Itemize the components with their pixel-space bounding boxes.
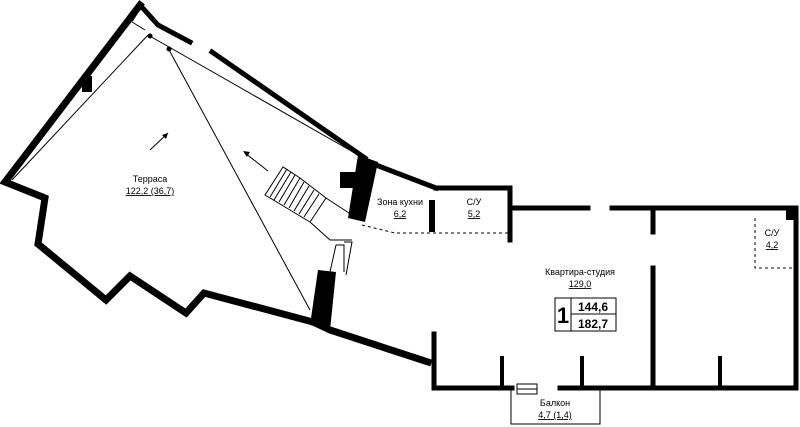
- kitchen-area: 6,2: [394, 209, 407, 219]
- summary-box: 1 144,6 182,7: [554, 297, 617, 332]
- room-kitchen: Зона кухни 6,2: [377, 197, 423, 219]
- total-area: 182,7: [578, 317, 608, 331]
- staircase: [264, 166, 353, 241]
- living-area: 144,6: [578, 300, 608, 314]
- balcony-name: Балкон: [540, 398, 570, 408]
- balcony-area: 4,7 (1,4): [538, 410, 572, 420]
- room-balcony: Балкон 4,7 (1,4): [538, 398, 572, 420]
- studio-name: Квартира-студия: [545, 267, 615, 277]
- room-terrace: Терраса 122,2 (36,7): [126, 174, 175, 196]
- slope-arrow-icon: [149, 132, 269, 172]
- terrace-area: 122,2 (36,7): [126, 186, 175, 196]
- room-bath2: С/У 4,2: [765, 228, 780, 250]
- rooms-count: 1: [557, 303, 569, 328]
- room-studio: Квартира-студия 129,0: [545, 267, 615, 289]
- terrace-name: Терраса: [133, 174, 168, 184]
- bath1-name: С/У: [467, 197, 482, 207]
- kitchen-walls: [361, 161, 513, 243]
- studio-area: 129,0: [569, 279, 592, 289]
- studio-walls: [431, 205, 799, 391]
- central-walls: [310, 155, 378, 330]
- room-bath1: С/У 5,2: [467, 197, 482, 219]
- bath1-area: 5,2: [468, 209, 481, 219]
- bath2-area: 4,2: [766, 240, 779, 250]
- balcony-outline: [510, 383, 601, 425]
- terrace-inner-lines: [11, 21, 361, 311]
- kitchen-name: Зона кухни: [377, 197, 423, 207]
- bath2-name: С/У: [765, 228, 780, 238]
